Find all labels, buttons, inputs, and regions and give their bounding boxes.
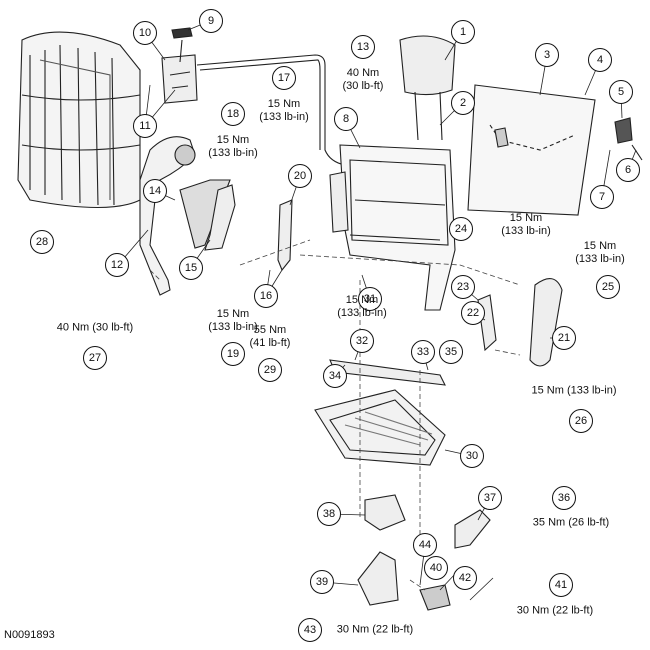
- seat-back-panel: [467, 84, 596, 216]
- callout-11: 11: [133, 114, 157, 138]
- assembly-lines: [149, 239, 521, 591]
- callout-26: 26: [569, 409, 593, 433]
- motor-40: [419, 584, 451, 611]
- child-seat-anchor-module: [161, 27, 198, 104]
- seat-belt-retractor: [139, 136, 196, 296]
- callout-21: 21: [552, 326, 576, 350]
- torque-spec-26: 15 Nm (133 lb-in): [531, 384, 617, 397]
- callout-35: 35: [439, 340, 463, 364]
- bracket-37: [454, 509, 491, 549]
- callout-39: 39: [310, 570, 334, 594]
- callout-6: 6: [616, 158, 640, 182]
- callout-42: 42: [453, 566, 477, 590]
- callout-24: 24: [449, 217, 473, 241]
- callout-43: 43: [298, 618, 322, 642]
- torque-spec-43: 30 Nm (22 lb-ft): [336, 623, 414, 636]
- callout-1: 1: [451, 20, 475, 44]
- torque-spec-25: 15 Nm(133 lb-in): [575, 240, 625, 265]
- torque-spec-27: 40 Nm (30 lb-ft): [56, 321, 134, 334]
- torque-spec-32: 15 Nm(133 lb-in): [337, 294, 387, 319]
- callout-14: 14: [143, 179, 167, 203]
- headrest: [399, 35, 456, 141]
- side-shield: [529, 278, 563, 367]
- figure-id: N0091893: [4, 629, 55, 641]
- callout-9: 9: [199, 9, 223, 33]
- callout-5: 5: [609, 80, 633, 104]
- torque-spec-19: 15 Nm(133 lb-in): [208, 308, 258, 333]
- callout-13: 13: [351, 35, 375, 59]
- callout-29: 29: [258, 358, 282, 382]
- callout-36: 36: [552, 486, 576, 510]
- torque-spec-29: 55 Nm(41 lb-ft): [249, 324, 291, 349]
- callout-30: 30: [460, 444, 484, 468]
- callout-2: 2: [451, 91, 475, 115]
- hinge-38: [364, 494, 406, 531]
- callout-25: 25: [596, 275, 620, 299]
- bracket-20: [277, 199, 293, 272]
- callout-18: 18: [221, 102, 245, 126]
- seat-back-frame: [329, 144, 456, 311]
- callout-20: 20: [288, 164, 312, 188]
- callout-7: 7: [590, 185, 614, 209]
- callout-44: 44: [413, 533, 437, 557]
- callout-32: 32: [350, 329, 374, 353]
- seat-back-cushion: [17, 31, 141, 208]
- callout-17: 17: [272, 66, 296, 90]
- callout-4: 4: [588, 48, 612, 72]
- torque-spec-18: 15 Nm(133 lb-in): [208, 134, 258, 159]
- callout-15: 15: [179, 256, 203, 280]
- callout-16: 16: [254, 284, 278, 308]
- shield-15: [204, 184, 236, 251]
- callout-23: 23: [451, 275, 475, 299]
- torque-spec-17: 15 Nm(133 lb-in): [259, 98, 309, 123]
- torque-spec-24: 15 Nm(133 lb-in): [501, 212, 551, 237]
- torque-spec-36: 35 Nm (26 lb-ft): [532, 516, 610, 529]
- torque-spec-41: 30 Nm (22 lb-ft): [516, 604, 594, 617]
- cross-member: [329, 359, 446, 386]
- callout-8: 8: [334, 107, 358, 131]
- release-handle: [614, 117, 633, 144]
- callout-27: 27: [83, 346, 107, 370]
- callout-28: 28: [30, 230, 54, 254]
- callout-40: 40: [424, 556, 448, 580]
- callout-10: 10: [133, 21, 157, 45]
- callout-41: 41: [549, 573, 573, 597]
- callout-12: 12: [105, 253, 129, 277]
- torque-spec-13: 40 Nm(30 lb-ft): [342, 67, 384, 92]
- callout-3: 3: [535, 43, 559, 67]
- callout-22: 22: [461, 301, 485, 325]
- callout-38: 38: [317, 502, 341, 526]
- callout-33: 33: [411, 340, 435, 364]
- callout-19: 19: [221, 342, 245, 366]
- callout-37: 37: [478, 486, 502, 510]
- hinge-39: [357, 551, 399, 606]
- seat-cushion-frame: [314, 389, 446, 466]
- callout-31: 31: [358, 287, 382, 311]
- cable: [196, 54, 346, 166]
- callout-34: 34: [323, 364, 347, 388]
